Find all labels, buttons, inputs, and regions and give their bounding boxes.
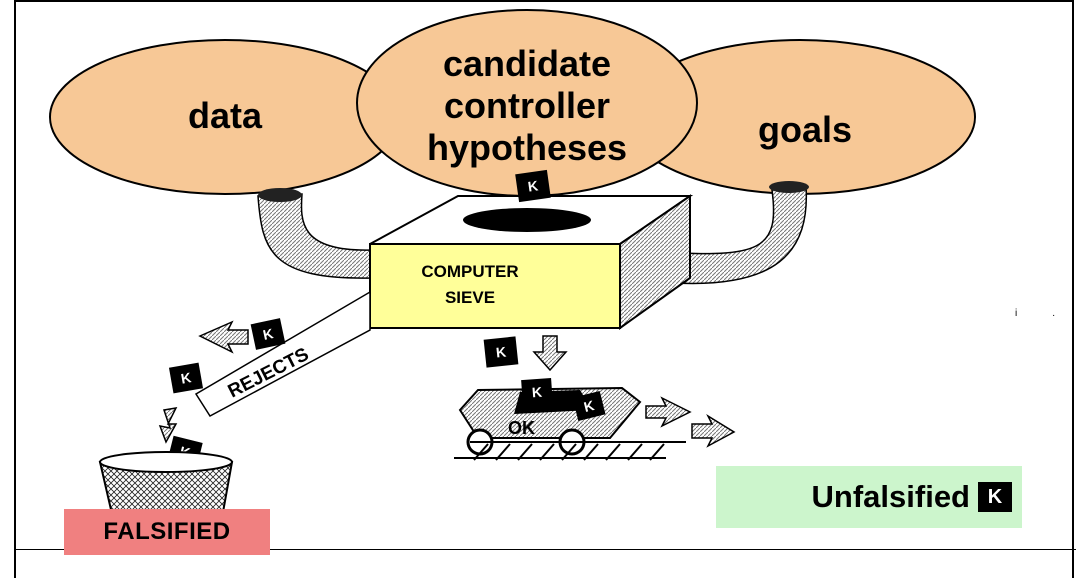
k-badge: K <box>978 482 1012 512</box>
falsified-label: FALSIFIED <box>103 518 231 545</box>
reject-arrow-2 <box>158 407 178 444</box>
pass-down-arrow <box>532 335 568 372</box>
candidate-line-3: hypotheses <box>427 127 627 168</box>
bottom-rule <box>14 549 1076 550</box>
cart-track <box>454 441 686 461</box>
stray-mark-2: · <box>1052 310 1055 321</box>
svg-text:K: K <box>531 384 542 401</box>
cart-label: OK <box>508 418 535 438</box>
k-token-passing: K <box>483 336 519 368</box>
svg-text:K: K <box>180 369 193 387</box>
svg-text:K: K <box>495 344 507 361</box>
ellipse-candidate-hypotheses: candidate controller hypotheses <box>356 9 698 197</box>
unfalsified-label-box: Unfalsified K <box>716 466 1022 528</box>
k-token-reject-1: K <box>250 318 286 350</box>
ellipse-data-label: data <box>188 95 263 136</box>
stray-mark-1: i <box>1015 308 1017 319</box>
pipe-data <box>257 188 373 279</box>
pass-arrow-2 <box>691 413 736 448</box>
candidate-line-2: controller <box>444 85 610 126</box>
svg-text:K: K <box>261 325 274 343</box>
k-token-cart-1: K <box>521 377 553 407</box>
computer-sieve-box: COMPUTER SIEVE <box>369 194 694 330</box>
sieve-label-line-1: COMPUTER <box>421 262 518 281</box>
k-token-incoming: K <box>515 169 551 203</box>
reject-arrow-1 <box>198 320 249 354</box>
ellipse-data: data <box>49 39 401 195</box>
unfalsified-label: Unfalsified <box>811 479 970 514</box>
k-token-cart-2: K <box>572 390 606 422</box>
falsified-label-box: FALSIFIED <box>64 509 270 555</box>
figure-frame <box>14 0 1074 578</box>
svg-text:K: K <box>582 397 596 415</box>
rejects-chute: REJECTS <box>194 290 371 417</box>
candidate-line-1: candidate <box>443 43 611 84</box>
sieve-label-line-2: SIEVE <box>445 288 495 307</box>
ellipse-goals-label: goals <box>758 109 852 150</box>
svg-text:K: K <box>527 177 539 194</box>
pass-arrow-1 <box>645 396 692 428</box>
k-token-reject-2: K <box>168 362 204 394</box>
